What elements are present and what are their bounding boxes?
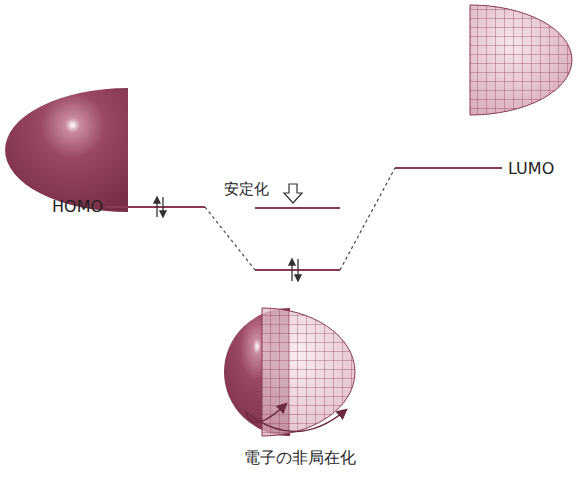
delocalization-arrow <box>246 410 346 432</box>
lumo-level <box>395 167 502 169</box>
correlation-line <box>340 168 395 270</box>
lumo-lobe <box>470 5 572 115</box>
electron-pair <box>289 259 301 281</box>
lumo-lobe <box>262 308 355 436</box>
caption-label: 電子の非局在化 <box>244 448 356 468</box>
reference-level <box>255 207 340 209</box>
orbital-label: LUMO <box>508 159 554 179</box>
orbital-label: HOMO <box>52 197 103 217</box>
lumo-mesh <box>262 308 355 436</box>
correlation-line <box>205 207 255 270</box>
delocalization-arrow <box>246 404 286 422</box>
stabilization-label: 安定化 <box>224 179 269 199</box>
homo-lobe <box>5 88 128 212</box>
lumo-mesh <box>470 5 572 115</box>
homo-level <box>105 206 205 208</box>
stabilization-arrow <box>284 184 302 203</box>
electron-pair <box>154 197 166 217</box>
